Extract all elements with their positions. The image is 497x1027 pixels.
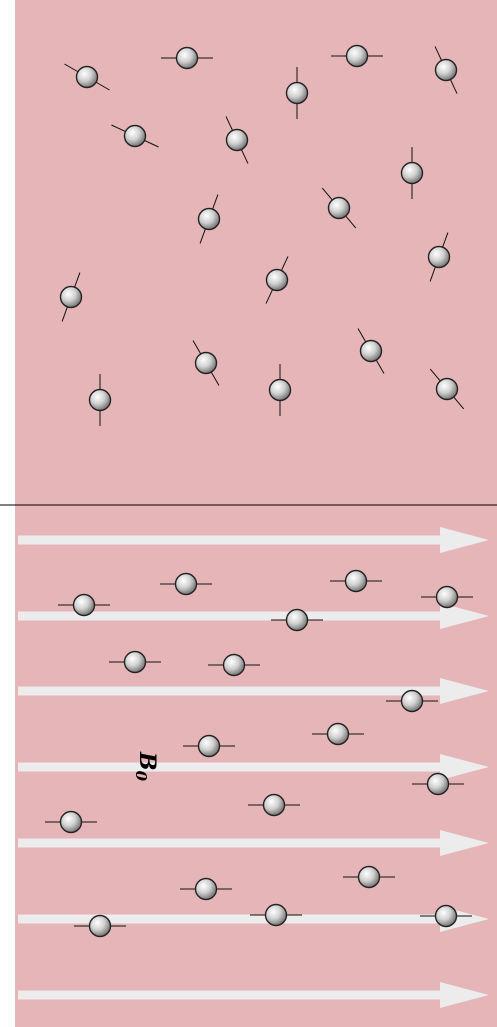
proton-sphere — [267, 270, 288, 291]
proton-sphere — [437, 379, 458, 400]
proton-sphere — [359, 867, 380, 888]
proton-sphere — [196, 879, 217, 900]
proton-sphere — [90, 916, 111, 937]
proton-sphere — [287, 610, 308, 631]
proton-sphere — [428, 774, 449, 795]
proton-sphere — [402, 691, 423, 712]
proton-sphere — [266, 905, 287, 926]
proton-sphere — [125, 652, 146, 673]
proton-sphere — [199, 209, 220, 230]
proton-sphere — [346, 571, 367, 592]
proton-sphere — [437, 587, 458, 608]
proton-sphere — [227, 130, 248, 151]
proton-sphere — [125, 126, 146, 147]
proton-sphere — [329, 198, 350, 219]
proton-sphere — [61, 812, 82, 833]
proton-sphere — [177, 48, 198, 69]
proton-sphere — [61, 287, 82, 308]
proton-sphere — [287, 83, 308, 104]
proton-sphere — [436, 60, 457, 81]
proton-sphere — [77, 67, 98, 88]
proton-sphere — [347, 46, 368, 67]
proton-sphere — [402, 163, 423, 184]
proton-sphere — [429, 247, 450, 268]
proton-sphere — [199, 736, 220, 757]
proton-sphere — [328, 724, 349, 745]
proton-sphere — [264, 795, 285, 816]
proton-sphere — [224, 655, 245, 676]
proton-sphere — [74, 595, 95, 616]
proton-sphere — [196, 353, 217, 374]
proton-sphere — [176, 574, 197, 595]
proton-sphere — [436, 906, 457, 927]
proton-sphere — [361, 341, 382, 362]
proton-sphere — [90, 390, 111, 411]
proton-sphere — [270, 380, 291, 401]
